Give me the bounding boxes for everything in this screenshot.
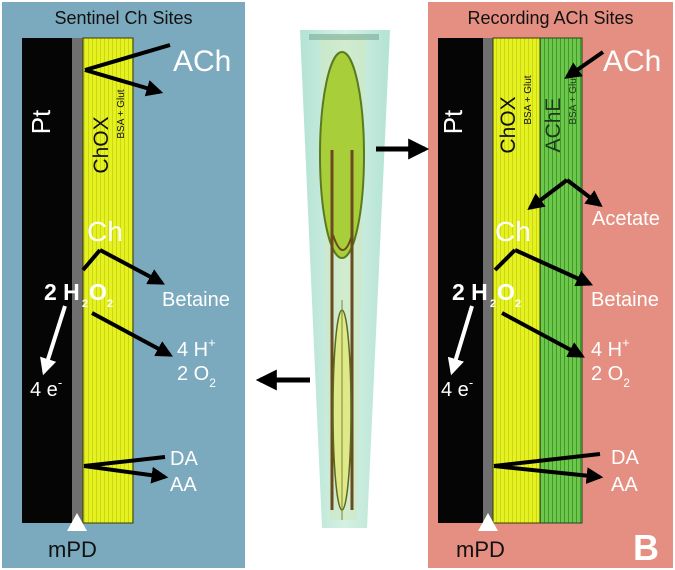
da-aa-blocked-arrows bbox=[83, 455, 169, 484]
mpd-layer bbox=[72, 38, 83, 523]
mpd-label: mPD bbox=[48, 537, 97, 562]
pt-electrode-layer bbox=[22, 38, 72, 523]
ch-to-betaine-arrow bbox=[81, 248, 165, 285]
protons-label-right: 4 H+ bbox=[591, 335, 630, 361]
h2o2-sub1-right: 2 bbox=[490, 298, 496, 310]
electrons-sup: - bbox=[58, 375, 62, 390]
h2o2-text: 2 H bbox=[44, 279, 80, 305]
chox-label-right: ChOX bbox=[497, 96, 520, 153]
protons-text: 4 H bbox=[177, 339, 208, 361]
oxygen-text: 2 O bbox=[177, 363, 209, 385]
probe-tip-image bbox=[300, 30, 390, 528]
protons-label: 4 H+ bbox=[177, 335, 216, 361]
mpd-pointer-icon bbox=[67, 513, 87, 531]
mpd-pointer-icon-right bbox=[478, 513, 498, 531]
ach-to-ache-arrow bbox=[564, 50, 605, 79]
acetate-label: Acetate bbox=[592, 208, 660, 230]
chox-sublabel: BSA + Glut bbox=[116, 89, 127, 138]
electrons-label-right: 4 e- bbox=[441, 375, 473, 401]
oxygen-label-right: 2 O2 bbox=[591, 363, 630, 390]
h2o2-o-right: O bbox=[497, 279, 515, 305]
betaine-label-right: Betaine bbox=[591, 289, 659, 311]
chox-layer bbox=[82, 37, 134, 524]
chox-label: ChOX bbox=[90, 116, 113, 173]
oxygen-label: 2 O2 bbox=[177, 363, 216, 390]
h2o2-to-protons-arrow-right bbox=[501, 311, 585, 358]
electrons-label: 4 e- bbox=[30, 375, 62, 401]
electrons-text-right: 4 e bbox=[441, 379, 469, 401]
ach-to-chox-arrow bbox=[84, 43, 171, 97]
protons-text-right: 4 H bbox=[591, 339, 622, 361]
h2o2-sub1: 2 bbox=[82, 298, 88, 310]
electrons-text: 4 e bbox=[30, 379, 58, 401]
panel-letter-b: B bbox=[633, 527, 659, 568]
protons-sup: + bbox=[208, 335, 216, 350]
h2o2-label-right: 2 H 2 O 2 bbox=[452, 279, 521, 310]
pt-label-right: Pt bbox=[438, 109, 468, 134]
pt-label: Pt bbox=[26, 109, 56, 134]
ach-label-right: ACh bbox=[603, 45, 661, 78]
electron-arrow bbox=[40, 305, 67, 376]
aa-label: AA bbox=[170, 474, 197, 496]
betaine-label: Betaine bbox=[162, 289, 230, 311]
recording-panel-title: Recording ACh Sites bbox=[467, 8, 634, 28]
electrons-sup-right: - bbox=[469, 375, 473, 390]
h2o2-sub2: 2 bbox=[107, 298, 113, 310]
ch-to-betaine-arrow-right bbox=[493, 248, 594, 287]
ch-label: Ch bbox=[87, 216, 123, 247]
h2o2-text-right: 2 H bbox=[452, 279, 488, 305]
h2o2-to-protons-arrow bbox=[91, 311, 173, 357]
h2o2-sub2-right: 2 bbox=[515, 298, 521, 310]
da-aa-blocked-arrows-right bbox=[493, 452, 604, 484]
h2o2-o: O bbox=[89, 279, 107, 305]
h2o2-label: 2 H 2 O 2 bbox=[44, 279, 113, 310]
protons-sup-right: + bbox=[622, 335, 630, 350]
oxygen-text-right: 2 O bbox=[591, 363, 623, 385]
sentinel-panel-title: Sentinel Ch Sites bbox=[54, 8, 193, 28]
da-label: DA bbox=[170, 448, 198, 470]
ache-split-arrows bbox=[527, 178, 603, 211]
ch-label-right: Ch bbox=[495, 216, 531, 247]
pt-electrode-layer-right bbox=[438, 38, 483, 523]
oxygen-sub: 2 bbox=[209, 376, 216, 390]
chox-sublabel-right: BSA + Glut bbox=[523, 75, 534, 124]
electron-arrow-right bbox=[447, 305, 474, 376]
aa-label-right: AA bbox=[611, 474, 638, 496]
ach-label: ACh bbox=[173, 45, 231, 78]
mpd-layer-right bbox=[483, 38, 493, 523]
ache-sublabel: BSA + Glut bbox=[568, 75, 579, 124]
mpd-label-right: mPD bbox=[456, 537, 505, 562]
ache-label: AChE bbox=[542, 98, 565, 153]
chox-layer-right bbox=[492, 37, 541, 524]
da-label-right: DA bbox=[611, 447, 639, 469]
oxygen-sub-right: 2 bbox=[623, 376, 630, 390]
